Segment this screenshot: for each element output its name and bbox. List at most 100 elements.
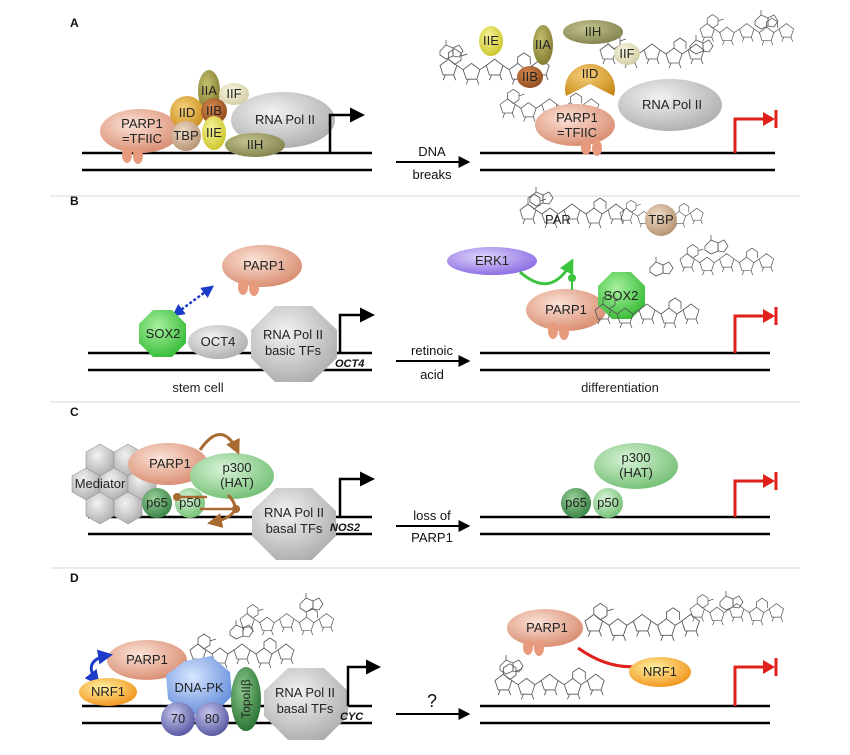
erk1-protein: ERK1 (447, 247, 537, 275)
svg-text:80: 80 (205, 711, 219, 726)
parp1-protein-parylated: PARP1 (507, 609, 583, 656)
svg-text:IIB: IIB (522, 69, 538, 84)
tf-iif: IIF (219, 83, 249, 105)
svg-text:IIH: IIH (585, 24, 602, 39)
svg-text:IIA: IIA (201, 83, 217, 98)
gene-label-oct4: OCT4 (335, 358, 364, 370)
svg-text:SOX2: SOX2 (146, 326, 181, 341)
nrf1-protein-modified: NRF1 (629, 657, 691, 687)
svg-text:IID: IID (179, 105, 196, 120)
rna-pol-ii-label: RNA Pol II (255, 112, 315, 127)
tf-iif-released: IIF (614, 43, 640, 65)
svg-text:p50: p50 (179, 495, 201, 510)
condition-text-a-1: DNA (418, 144, 446, 159)
sox2-protein-parylated: SOX2 (598, 272, 645, 319)
svg-text:TBP: TBP (648, 212, 673, 227)
svg-text:RNA Pol II: RNA Pol II (264, 505, 324, 520)
svg-text:IIE: IIE (206, 125, 222, 140)
tf-iih: IIH (225, 133, 285, 157)
svg-text:Mediator: Mediator (75, 476, 126, 491)
tf-iia-released: IIA (533, 25, 553, 65)
p65-subunit: p65 (561, 488, 591, 518)
svg-text:PARP1: PARP1 (243, 258, 285, 273)
p50-subunit: p50 (175, 488, 205, 518)
svg-text:p300: p300 (223, 460, 252, 475)
tf-iib: IIB (201, 98, 227, 124)
svg-text:70: 70 (171, 711, 185, 726)
tf-tbp: TBP (171, 121, 201, 151)
svg-text:DNA-PK: DNA-PK (174, 680, 223, 695)
svg-text:retinoic: retinoic (411, 343, 453, 358)
svg-text:NRF1: NRF1 (91, 684, 125, 699)
panel-c: C Mediator PARP1 p300 (HAT) p65 (70, 405, 778, 560)
svg-text:p50: p50 (597, 495, 619, 510)
svg-text:PARP1: PARP1 (545, 302, 587, 317)
svg-text:PARP1: PARP1 (126, 652, 168, 667)
svg-text:RNA Pol II: RNA Pol II (275, 685, 335, 700)
par-label: PAR (545, 212, 571, 227)
ku80-protein: 80 (195, 702, 229, 736)
repressed-transcription-arrow (733, 658, 778, 706)
svg-text:IID: IID (582, 66, 599, 81)
panel-a: A PARP1 =TFIIC RNA Pol II IIA IIF IID II… (70, 9, 794, 182)
dna-pk-protein: DNA-PK (166, 656, 232, 715)
tf-iib-released: IIB (517, 66, 543, 88)
p50-subunit: p50 (593, 488, 623, 518)
transcription-start-arrow (338, 307, 375, 353)
rna-pol-ii-basal-tfs: RNA Pol II basal TFs (264, 668, 348, 740)
svg-text:IIF: IIF (226, 86, 241, 101)
svg-text:SOX2: SOX2 (604, 288, 639, 303)
svg-text:IIF: IIF (619, 46, 634, 61)
svg-text:NRF1: NRF1 (643, 664, 677, 679)
nrf1-protein: NRF1 (79, 678, 137, 706)
panel-separators (50, 195, 800, 569)
svg-text:p65: p65 (565, 495, 587, 510)
caption-differentiation: differentiation (581, 380, 659, 395)
svg-text:basic TFs: basic TFs (265, 343, 322, 358)
parp1-protein-parylated: PARP1 =TFIIC (535, 104, 615, 156)
tf-iid: IID (170, 96, 204, 130)
rna-pol-ii-basic-tfs: RNA Pol II basic TFs (251, 306, 337, 382)
svg-text:=TFIIC: =TFIIC (557, 125, 597, 140)
svg-text:ERK1: ERK1 (475, 253, 509, 268)
rna-pol-ii-released: RNA Pol II (618, 79, 722, 131)
condition-text-a-2: breaks (412, 167, 452, 182)
svg-text:OCT4: OCT4 (201, 334, 236, 349)
svg-text:acid: acid (420, 367, 444, 382)
p300-hat-unbound: p300 (HAT) (594, 443, 678, 489)
svg-text:TBP: TBP (173, 128, 198, 143)
topoiib-protein: TopoIIβ (231, 667, 261, 731)
p300-hat: p300 (HAT) (190, 453, 274, 499)
tf-iid-released: IID (565, 64, 615, 96)
svg-text:PARP1: PARP1 (411, 530, 453, 545)
svg-text:p300: p300 (622, 450, 651, 465)
svg-text:p65: p65 (146, 495, 168, 510)
tf-iie-released: IIE (479, 26, 503, 56)
panel-label-c: C (70, 405, 79, 419)
rna-pol-ii-basal-tfs: RNA Pol II basal TFs (252, 488, 336, 560)
svg-text:TopoIIβ: TopoIIβ (239, 679, 253, 719)
panel-label-b: B (70, 194, 79, 208)
panel-label-d: D (70, 571, 79, 585)
transcription-start-arrow (328, 107, 365, 153)
parp1-protein-phospho: PARP1 (526, 274, 606, 340)
svg-text:loss of: loss of (413, 508, 451, 523)
svg-text:PARP1: PARP1 (556, 110, 598, 125)
interaction-arrow (84, 649, 113, 686)
repressed-transcription-arrow (733, 110, 778, 153)
parp1-protein: PARP1 =TFIIC (100, 109, 180, 164)
interaction-arrow (171, 285, 215, 317)
svg-text:basal TFs: basal TFs (266, 521, 323, 536)
svg-text:IIB: IIB (206, 103, 222, 118)
sox2-protein: SOX2 (139, 310, 186, 357)
p65-subunit: p65 (142, 488, 172, 518)
svg-text:(HAT): (HAT) (619, 465, 653, 480)
parp1-protein: PARP1 (107, 640, 187, 680)
svg-text:IIH: IIH (247, 137, 264, 152)
repressed-transcription-arrow (733, 307, 778, 353)
svg-text:?: ? (427, 691, 437, 711)
phosphorylation-arrow (519, 258, 574, 286)
caption-stem-cell: stem cell (172, 380, 223, 395)
panel-b: B PARP1 SOX2 OCT4 RNA Pol II basic TFs O… (70, 186, 778, 395)
